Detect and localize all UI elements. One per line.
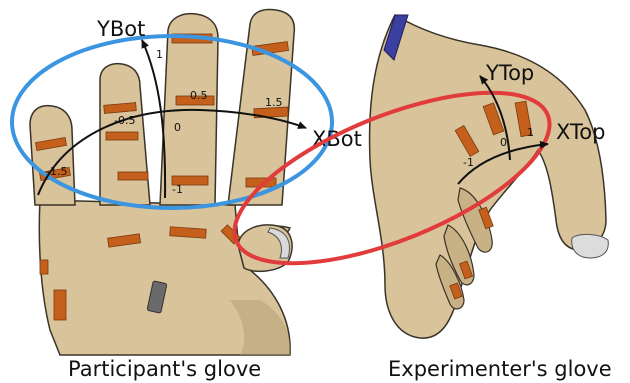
experimenter-caption: Experimenter's glove	[388, 357, 612, 381]
ybot-tick-1: 1	[156, 48, 163, 61]
xtop-tick-0: 0	[500, 136, 507, 149]
xtop-tick-1: 1	[527, 126, 534, 139]
ytop-label: YTop	[485, 61, 534, 85]
experimenter-thumb-tip	[572, 234, 609, 258]
ybot-tick-neg1: -1	[172, 183, 183, 196]
ybot-label: YBot	[96, 17, 145, 41]
xbot-tick-neg0-5: -0.5	[114, 114, 135, 127]
xtop-label: XTop	[556, 120, 605, 144]
xbot-tick-neg1-5: -1.5	[46, 165, 67, 178]
participant-glove: YBot 1 0 -1 XBot -1.5 -0.5 0.5 1.5 Parti…	[12, 10, 362, 381]
ybot-tick-0: 0	[174, 121, 181, 134]
participant-caption: Participant's glove	[68, 357, 261, 381]
participant-little-finger	[30, 106, 75, 205]
xtop-tick-neg1: -1	[463, 156, 474, 169]
xbot-tick-1-5: 1.5	[265, 96, 283, 109]
xbot-label: XBot	[312, 127, 362, 151]
xbot-tick-0-5: 0.5	[190, 89, 208, 102]
